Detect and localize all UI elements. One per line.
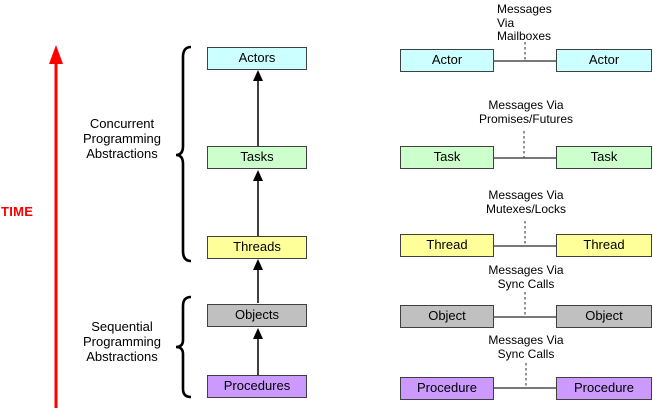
thread-box-left: Thread xyxy=(400,234,494,257)
message-line: Mailboxes xyxy=(497,29,552,43)
task-message-label: Messages Via Promises/Futures xyxy=(455,98,597,126)
message-line: Messages xyxy=(497,2,552,16)
task-box-left: Task xyxy=(400,146,494,169)
message-line: Messages Via xyxy=(488,98,564,112)
message-line: Messages Via xyxy=(488,333,564,347)
message-line: Promises/Futures xyxy=(478,111,574,126)
arrow-head-icon xyxy=(253,259,263,270)
thread-message-label: Messages Via Mutexes/Locks xyxy=(455,188,597,216)
actor-box-right: Actor xyxy=(556,49,652,72)
message-line: Sync Calls xyxy=(497,346,555,361)
group-label-line: Sequential xyxy=(91,319,153,334)
object-box-right: Object xyxy=(556,305,652,328)
concurrent-group-brace xyxy=(175,45,192,263)
concurrent-group-label: Concurrent Programming Abstractions xyxy=(62,116,182,161)
arrow-head-icon xyxy=(253,170,263,181)
message-line: Mutexes/Locks xyxy=(485,201,567,216)
stack-box-actors: Actors xyxy=(207,47,307,70)
stack-box-tasks: Tasks xyxy=(207,146,307,169)
group-label-line: Programming xyxy=(82,334,162,349)
object-box-left: Object xyxy=(400,305,494,328)
actor-message-label: Messages Via Mailboxes xyxy=(497,2,552,44)
time-axis-label: TIME xyxy=(1,204,34,219)
thread-box-right: Thread xyxy=(556,234,652,257)
stack-box-threads: Threads xyxy=(207,236,307,259)
procedure-box-left: Procedure xyxy=(400,377,494,400)
task-box-right: Task xyxy=(556,146,652,169)
stack-box-objects: Objects xyxy=(207,304,307,327)
sequential-group-label: Sequential Programming Abstractions xyxy=(62,319,182,364)
sequential-group-brace xyxy=(175,295,192,399)
stack-box-procedures: Procedures xyxy=(207,375,307,398)
group-label-line: Abstractions xyxy=(86,146,158,161)
arrow-head-icon xyxy=(253,70,263,81)
message-line: Messages Via xyxy=(488,188,564,202)
time-arrow-head-icon xyxy=(49,45,63,64)
group-label-line: Abstractions xyxy=(86,349,158,364)
object-message-label: Messages Via Sync Calls xyxy=(455,263,597,291)
actor-box-left: Actor xyxy=(400,49,494,72)
message-line: Sync Calls xyxy=(497,276,555,291)
procedure-message-label: Messages Via Sync Calls xyxy=(455,333,597,361)
message-line: Messages Via xyxy=(488,263,564,277)
group-label-line: Programming xyxy=(82,131,162,146)
group-label-line: Concurrent xyxy=(89,116,155,131)
message-line: Via xyxy=(497,15,515,30)
arrow-head-icon xyxy=(253,328,263,339)
procedure-box-right: Procedure xyxy=(556,377,652,400)
